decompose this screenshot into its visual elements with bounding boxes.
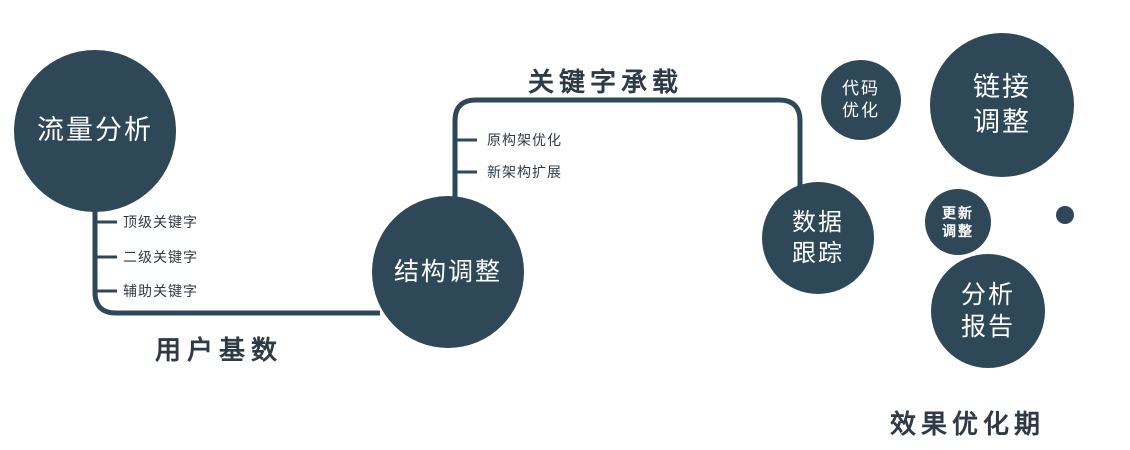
node-structure-adjustment: 结构调整 <box>372 196 524 348</box>
tick-label-top-keyword: 顶级关键字 <box>123 214 198 230</box>
tick-label-aux-keyword: 辅助关键字 <box>123 283 198 299</box>
node-label: 链接 调整 <box>973 71 1031 137</box>
node-label: 结构调整 <box>393 257 502 286</box>
node-label: 分析 报告 <box>960 280 1015 342</box>
edge-structure-to-data-tracking <box>452 97 803 205</box>
node-code-optimization: 代码 优化 <box>821 60 901 140</box>
node-link-adjustment: 链接 调整 <box>930 33 1074 177</box>
node-label: 更新 调整 <box>942 204 974 239</box>
node-analysis-report: 分析 报告 <box>931 254 1045 368</box>
label-effect-period: 效果优化期 <box>890 409 1046 439</box>
tick-label-arch-optimization: 原构架优化 <box>487 132 562 148</box>
node-update-adjustment: 更新 调整 <box>925 189 991 255</box>
tick-label-second-keyword: 二级关键字 <box>123 249 198 265</box>
node-label: 代码 优化 <box>842 78 880 120</box>
node-data-tracking: 数据 跟踪 <box>762 182 874 294</box>
tick-label-arch-expansion: 新架构扩展 <box>487 164 562 180</box>
node-traffic-analysis: 流量分析 <box>14 50 176 212</box>
label-keyword-carry: 关键字承载 <box>528 67 684 97</box>
dot-marker <box>1056 206 1074 224</box>
node-label: 流量分析 <box>37 115 153 146</box>
label-user-base: 用户基数 <box>155 335 284 365</box>
node-label: 数据 跟踪 <box>792 208 844 267</box>
